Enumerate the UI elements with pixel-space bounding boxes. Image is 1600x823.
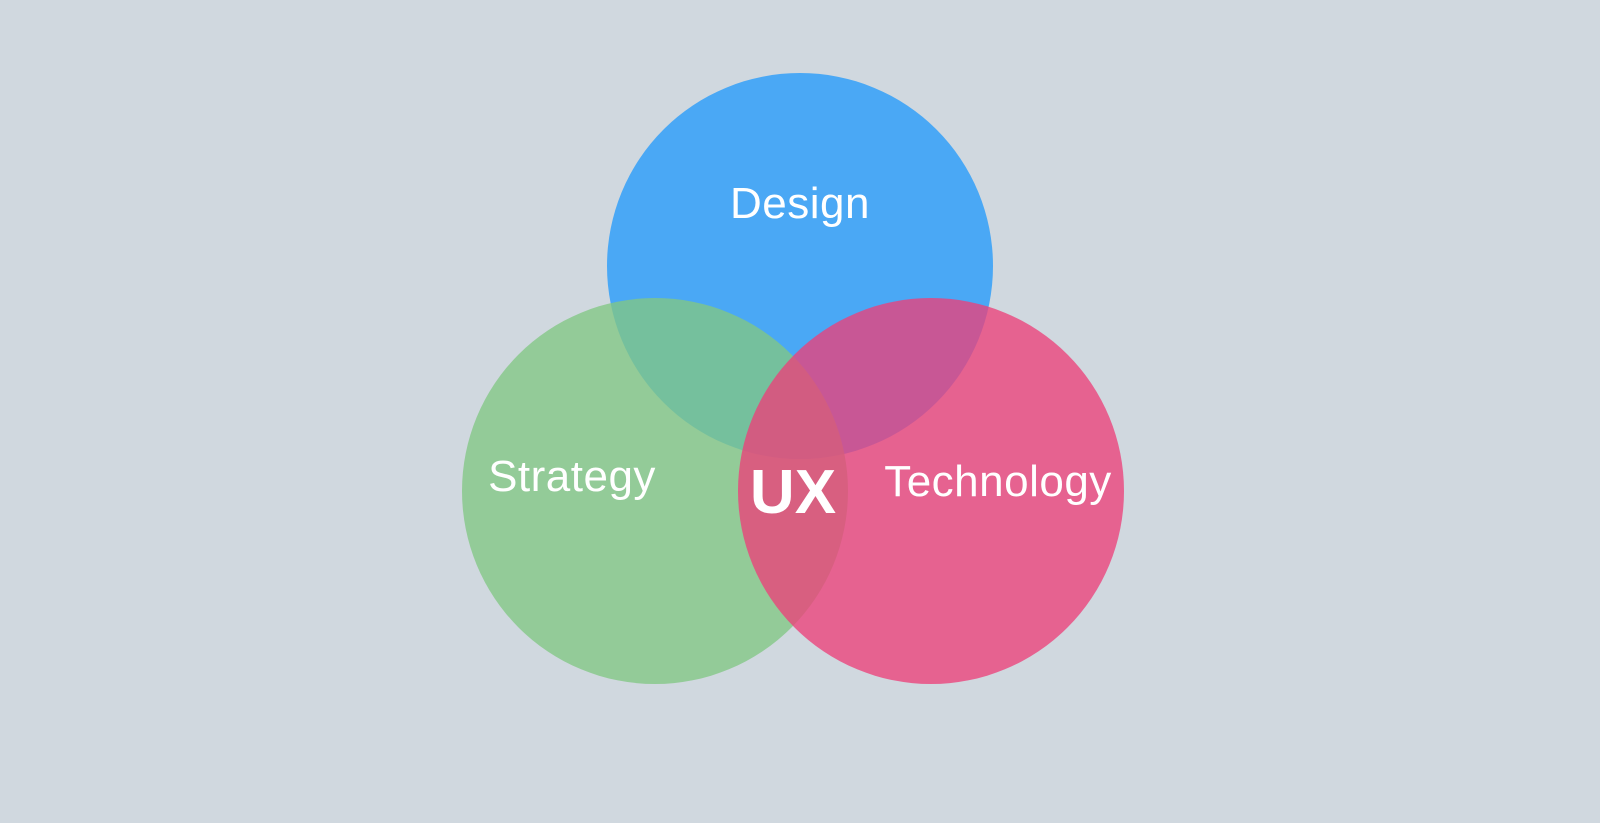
strategy-circle — [462, 298, 848, 684]
technology-label: Technology — [884, 457, 1112, 506]
technology-circle — [738, 298, 1124, 684]
ux-center-label: UX — [750, 458, 836, 527]
design-label: Design — [730, 179, 870, 228]
strategy-label: Strategy — [488, 452, 656, 501]
